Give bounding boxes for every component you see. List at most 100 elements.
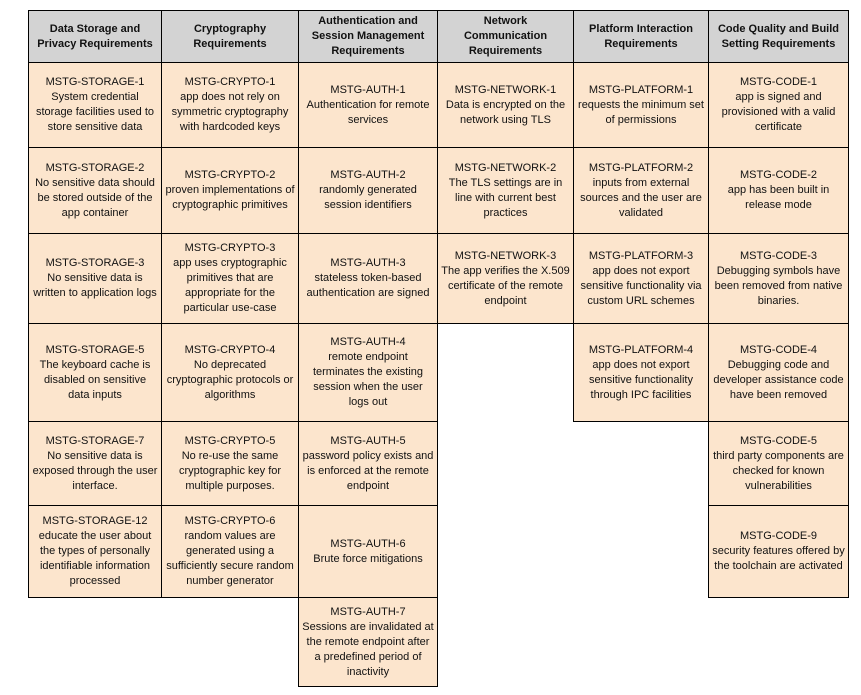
requirement-desc: app does not export sensitive functional… — [589, 358, 693, 401]
requirement-id: MSTG-CRYPTO-3 — [184, 242, 276, 254]
requirement-cell: MSTG-CODE-1 app is signed and provisione… — [708, 62, 849, 148]
requirement-desc: The TLS settings are in line with curren… — [448, 176, 563, 219]
requirement-desc: requests the minimum set of permissions — [578, 98, 704, 126]
requirement-desc: remote endpoint terminates the existing … — [312, 351, 424, 408]
requirement-id: MSTG-AUTH-3 — [330, 257, 406, 269]
requirement-desc: Sessions are invalidated at the remote e… — [302, 620, 434, 678]
requirement-desc: app does not export sensitive functional… — [580, 264, 702, 307]
requirement-desc: The keyboard cache is disabled on sensit… — [39, 358, 151, 401]
requirement-desc: inputs from external sources and the use… — [580, 176, 702, 219]
requirement-cell: MSTG-NETWORK-2 The TLS settings are in l… — [437, 147, 574, 234]
requirement-id: MSTG-STORAGE-1 — [45, 76, 145, 88]
requirement-id: MSTG-AUTH-7 — [330, 605, 406, 618]
requirement-cell: MSTG-CODE-9 security features offered by… — [708, 505, 849, 598]
requirement-id: MSTG-STORAGE-5 — [45, 343, 145, 356]
requirement-cell: MSTG-CRYPTO-6 random values are generate… — [161, 505, 299, 598]
requirement-desc: proven implementations of cryptographic … — [165, 184, 295, 211]
requirement-cell: MSTG-CRYPTO-4 No deprecated cryptographi… — [161, 323, 299, 422]
requirement-id: MSTG-STORAGE-7 — [45, 434, 145, 447]
requirement-id: MSTG-CODE-3 — [740, 249, 817, 262]
requirement-cell: MSTG-CODE-2 app has been built in releas… — [708, 147, 849, 234]
column-cryptography: Cryptography Requirements MSTG-CRYPTO-1 … — [161, 10, 299, 598]
requirement-desc: third party components are checked for k… — [713, 449, 844, 492]
requirement-cell: MSTG-STORAGE-2 No sensitive data should … — [28, 147, 162, 234]
requirement-cell: MSTG-NETWORK-1 Data is encrypted on the … — [437, 62, 574, 148]
requirement-desc: No deprecated cryptographic protocols or… — [166, 358, 294, 401]
column-authentication: Authentication and Session Management Re… — [298, 10, 438, 687]
requirement-desc: educate the user about the types of pers… — [38, 530, 152, 587]
requirement-cell: MSTG-CRYPTO-2 proven implementations of … — [161, 147, 299, 234]
requirement-id: MSTG-CODE-4 — [740, 343, 817, 356]
requirement-desc: app uses cryptographic primitives that a… — [173, 257, 287, 314]
requirement-id: MSTG-STORAGE-12 — [42, 515, 148, 527]
requirement-desc: stateless token-based authentication are… — [306, 272, 430, 299]
requirement-desc: app is signed and provisioned with a val… — [721, 91, 836, 133]
requirement-cell: MSTG-CRYPTO-1 app does not rely on symme… — [161, 62, 299, 148]
requirement-id: MSTG-NETWORK-1 — [454, 83, 557, 96]
requirement-cell: MSTG-CODE-5 third party components are c… — [708, 421, 849, 506]
requirement-desc: No sensitive data is exposed through the… — [32, 449, 158, 492]
requirement-id: MSTG-CRYPTO-6 — [184, 515, 276, 527]
column-header-authentication: Authentication and Session Management Re… — [298, 10, 438, 63]
column-header-platform: Platform Interaction Requirements — [573, 10, 709, 63]
requirement-cell: MSTG-PLATFORM-2 inputs from external sou… — [573, 147, 709, 234]
requirement-cell: MSTG-STORAGE-5 The keyboard cache is dis… — [28, 323, 162, 422]
requirement-id: MSTG-PLATFORM-1 — [588, 83, 694, 96]
requirement-desc: app has been built in release mode — [727, 184, 830, 211]
requirement-cell: MSTG-PLATFORM-4 app does not export sens… — [573, 323, 709, 422]
requirement-cell: MSTG-PLATFORM-3 app does not export sens… — [573, 233, 709, 324]
requirement-id: MSTG-CODE-1 — [740, 76, 817, 88]
requirement-cell: MSTG-NETWORK-3 The app verifies the X.50… — [437, 233, 574, 324]
requirement-cell: MSTG-CRYPTO-5 No re-use the same cryptog… — [161, 421, 299, 506]
requirement-cell: MSTG-AUTH-5 password policy exists and i… — [298, 421, 438, 506]
requirement-id: MSTG-AUTH-1 — [330, 83, 406, 96]
mstg-requirements-table: Data Storage and Privacy Requirements MS… — [28, 10, 849, 687]
requirement-desc: randomly generated session identifiers — [319, 184, 417, 211]
column-header-network: Network Communication Requirements — [437, 10, 574, 63]
requirement-id: MSTG-AUTH-6 — [330, 537, 406, 550]
requirement-id: MSTG-CODE-5 — [740, 434, 817, 447]
requirement-cell: MSTG-CODE-3 Debugging symbols have been … — [708, 233, 849, 324]
requirement-cell: MSTG-CRYPTO-3 app uses cryptographic pri… — [161, 233, 299, 324]
requirement-cell: MSTG-STORAGE-7 No sensitive data is expo… — [28, 421, 162, 506]
requirement-desc: No sensitive data should be stored outsi… — [35, 176, 155, 219]
requirement-desc: Debugging code and developer assistance … — [713, 358, 844, 401]
requirement-cell: MSTG-AUTH-3 stateless token-based authen… — [298, 233, 438, 324]
column-header-data-storage: Data Storage and Privacy Requirements — [28, 10, 162, 63]
requirement-id: MSTG-PLATFORM-4 — [588, 343, 694, 356]
requirement-id: MSTG-AUTH-2 — [330, 169, 406, 181]
requirement-id: MSTG-STORAGE-3 — [45, 257, 145, 269]
column-header-cryptography: Cryptography Requirements — [161, 10, 299, 63]
requirement-desc: security features offered by the toolcha… — [712, 545, 845, 572]
requirement-cell: MSTG-AUTH-4 remote endpoint terminates t… — [298, 323, 438, 422]
column-header-code-quality: Code Quality and Build Setting Requireme… — [708, 10, 849, 63]
requirement-desc: System credential storage facilities use… — [35, 91, 154, 133]
requirement-desc: Authentication for remote services — [306, 98, 430, 126]
requirement-cell: MSTG-STORAGE-3 No sensitive data is writ… — [28, 233, 162, 324]
requirement-id: MSTG-AUTH-4 — [330, 336, 406, 348]
requirement-desc: No sensitive data is written to applicat… — [33, 272, 157, 299]
requirement-id: MSTG-CRYPTO-4 — [184, 343, 276, 356]
requirement-cell: MSTG-STORAGE-12 educate the user about t… — [28, 505, 162, 598]
requirement-id: MSTG-PLATFORM-2 — [588, 161, 694, 174]
requirement-id: MSTG-NETWORK-3 — [454, 249, 557, 262]
requirement-id: MSTG-CODE-9 — [740, 530, 817, 542]
requirement-id: MSTG-STORAGE-2 — [45, 161, 145, 174]
requirement-cell: MSTG-PLATFORM-1 requests the minimum set… — [573, 62, 709, 148]
requirement-cell: MSTG-CODE-4 Debugging code and developer… — [708, 323, 849, 422]
requirement-desc: Brute force mitigations — [313, 552, 423, 565]
requirement-cell: MSTG-AUTH-7 Sessions are invalidated at … — [298, 597, 438, 687]
requirement-id: MSTG-PLATFORM-3 — [588, 249, 694, 262]
requirement-id: MSTG-NETWORK-2 — [454, 161, 557, 174]
requirement-desc: The app verifies the X.509 certificate o… — [441, 264, 570, 307]
column-platform: Platform Interaction Requirements MSTG-P… — [573, 10, 709, 422]
column-code-quality: Code Quality and Build Setting Requireme… — [708, 10, 849, 598]
requirement-cell: MSTG-AUTH-6 Brute force mitigations — [298, 505, 438, 598]
requirement-desc: random values are generated using a suff… — [166, 530, 294, 587]
requirement-cell: MSTG-AUTH-1 Authentication for remote se… — [298, 62, 438, 148]
requirement-cell: MSTG-STORAGE-1 System credential storage… — [28, 62, 162, 148]
requirement-cell: MSTG-AUTH-2 randomly generated session i… — [298, 147, 438, 234]
column-network: Network Communication Requirements MSTG-… — [437, 10, 574, 324]
requirement-desc: No re-use the same cryptographic key for… — [178, 449, 282, 492]
